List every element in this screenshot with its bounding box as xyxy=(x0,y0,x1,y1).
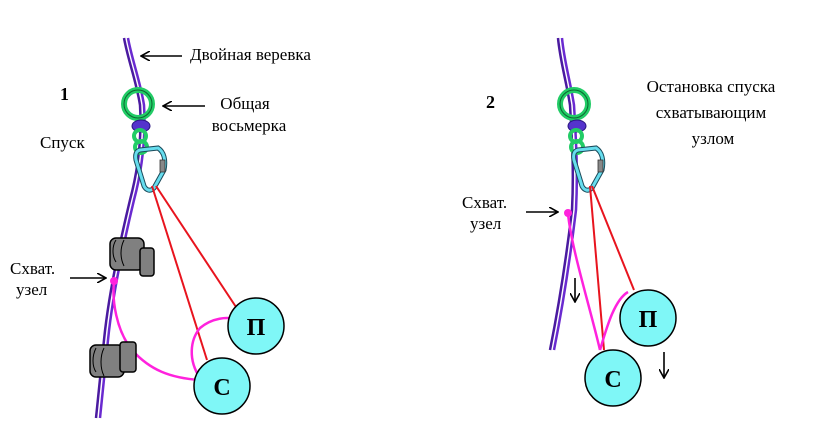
double-rope-2 xyxy=(548,37,579,351)
partner-circle-1: П xyxy=(227,297,285,355)
label-prusik-2-line1: Схват. xyxy=(462,193,507,212)
label-figure-eight-line1: Общая xyxy=(220,94,270,113)
label-double-rope: Двойная веревка xyxy=(190,45,311,64)
figure-eight-ring-1 xyxy=(121,87,155,155)
label-prusik-1-line2: узел xyxy=(16,280,48,299)
belayer-circle-2: С xyxy=(584,349,642,407)
panel-2: П С 2 Остановка спуска схватывающим узло… xyxy=(462,37,776,407)
label-descent: Спуск xyxy=(40,133,85,152)
label-figure-eight-line2: восьмерка xyxy=(212,116,287,135)
panel-1: П С 1 Двойная веревка Общая восьмерка Сп… xyxy=(10,37,311,419)
upper-hand-1 xyxy=(109,237,155,277)
label-title-line2: схватывающим xyxy=(656,103,767,122)
slings-2 xyxy=(564,185,635,351)
partner-circle-2: П xyxy=(619,289,677,347)
panel-number-2: 2 xyxy=(486,92,495,112)
panel-number-1: 1 xyxy=(60,84,69,104)
partner-letter-1: П xyxy=(247,315,266,341)
carabiner-1 xyxy=(133,145,168,193)
partner-letter-2: П xyxy=(639,307,658,333)
carabiner-2 xyxy=(571,145,606,193)
label-title-line3: узлом xyxy=(692,129,735,148)
lower-hand-1 xyxy=(89,341,137,378)
belayer-letter-2: С xyxy=(604,367,621,393)
label-title-line1: Остановка спуска xyxy=(647,77,776,96)
prusik-knot-2 xyxy=(564,209,572,217)
belayer-letter-1: С xyxy=(213,375,230,401)
label-prusik-2-line2: узел xyxy=(470,214,502,233)
belayer-circle-1: С xyxy=(193,357,251,415)
prusik-knot-1 xyxy=(110,277,118,285)
label-prusik-1-line1: Схват. xyxy=(10,259,55,278)
